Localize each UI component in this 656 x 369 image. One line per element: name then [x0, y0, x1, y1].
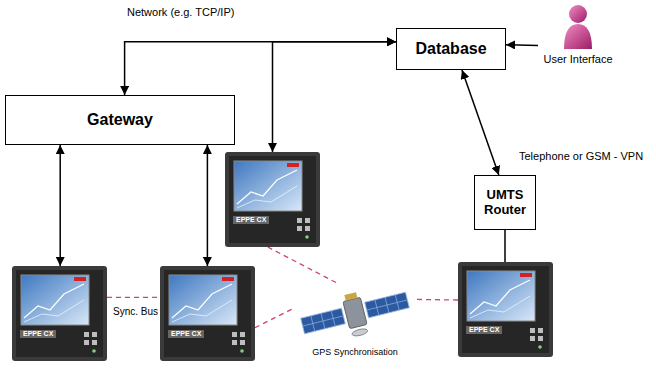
meter-device: EPPE CX: [160, 266, 255, 361]
sync-link: [255, 308, 295, 328]
bus-label: Sync. Bus: [112, 306, 159, 317]
meter-button: [92, 340, 97, 345]
meter-housing: [458, 262, 553, 357]
meter-button: [232, 332, 237, 337]
screen-chart: [24, 300, 84, 322]
meter-housing: [225, 152, 320, 247]
meter-button: [84, 332, 89, 337]
meter-button: [530, 336, 535, 341]
screen-chart: [24, 284, 84, 318]
network-link: [506, 44, 538, 46]
meter-button: [92, 332, 97, 337]
status-led: [240, 349, 244, 353]
satellite-illustration: [295, 283, 415, 343]
node-text: UMTS Router: [481, 188, 529, 218]
screen-chart: [237, 186, 297, 208]
meter-button: [305, 226, 310, 231]
link-label: Telephone or GSM - VPN: [518, 150, 644, 162]
node-text: EPPE CX: [466, 326, 502, 334]
meter-illustration: [160, 266, 255, 361]
meter-screen: [169, 275, 237, 325]
satellite-group: [298, 283, 413, 343]
meter-front: [229, 156, 316, 243]
user-icon: User Interface: [538, 2, 618, 72]
network-link: [207, 145, 209, 266]
meter-button: [538, 328, 543, 333]
brand-mark: [74, 277, 86, 281]
meter-illustration: [225, 152, 320, 247]
user-head: [569, 5, 587, 23]
meter-button: [297, 226, 302, 231]
solar-panel: [301, 308, 346, 334]
status-led: [538, 345, 542, 349]
meter-button: [232, 340, 237, 345]
network-link: [59, 145, 61, 266]
user-illustration: [538, 2, 618, 50]
meter-housing: [12, 266, 107, 361]
database-box: Database: [396, 28, 506, 70]
status-led: [305, 235, 309, 239]
network-link: [125, 42, 396, 95]
sync-link: [415, 299, 458, 301]
brand-mark: [520, 273, 532, 277]
meter-screen: [21, 275, 89, 325]
brand-mark: [287, 163, 299, 167]
meter-button: [297, 218, 302, 223]
gateway-box: Gateway: [5, 95, 235, 145]
network-link: [462, 70, 499, 175]
meter-button: [240, 332, 245, 337]
sync-link: [268, 247, 337, 283]
meter-screen: [234, 161, 302, 211]
meter-front: [462, 266, 549, 353]
sync-link: [107, 297, 160, 298]
node-text: EPPE CX: [233, 216, 269, 224]
meter-device: EPPE CX: [458, 262, 553, 357]
screen-chart: [172, 284, 232, 318]
gps-satellite: GPS Synchronisation: [295, 283, 415, 365]
node-text: GPS Synchronisation: [295, 347, 415, 357]
panel-grid: [367, 300, 408, 310]
panel-grid: [303, 316, 344, 326]
node-text: Database: [415, 40, 486, 58]
router-box: UMTS Router: [474, 175, 536, 230]
user-body: [564, 24, 592, 49]
meter-housing: [160, 266, 255, 361]
meter-button: [305, 218, 310, 223]
meter-button: [538, 336, 543, 341]
meter-illustration: [12, 266, 107, 361]
network-link: [273, 42, 397, 152]
meter-front: [164, 270, 251, 357]
node-text: EPPE CX: [20, 330, 56, 338]
meter-button: [84, 340, 89, 345]
node-text: User Interface: [538, 53, 618, 65]
node-text: EPPE CX: [168, 330, 204, 338]
screen-chart: [237, 170, 297, 204]
satellite-cap: [344, 292, 357, 301]
meter-illustration: [458, 262, 553, 357]
network-link: [504, 230, 506, 262]
screen-chart: [172, 300, 232, 322]
meter-front: [16, 270, 103, 357]
meter-screen: [467, 271, 535, 321]
satellite-dish: [351, 328, 368, 338]
solar-panel: [365, 292, 410, 318]
meter-device: EPPE CX: [225, 152, 320, 247]
status-led: [92, 349, 96, 353]
meter-device: EPPE CX: [12, 266, 107, 361]
brand-mark: [222, 277, 234, 281]
meter-button: [240, 340, 245, 345]
network-label: Network (e.g. TCP/IP): [126, 6, 235, 18]
meter-button: [530, 328, 535, 333]
node-text: Gateway: [87, 111, 153, 129]
satellite-body: [343, 297, 367, 329]
screen-chart: [470, 280, 530, 314]
screen-chart: [470, 296, 530, 318]
